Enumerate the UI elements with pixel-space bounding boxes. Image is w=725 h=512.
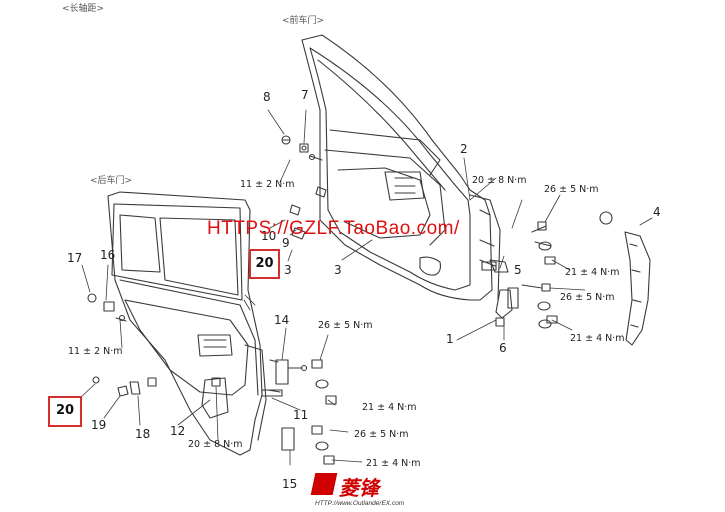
brand-logo: 菱锋 HTTP://www.OutlanderEX.com: [310, 470, 413, 510]
part-number-4: 4: [653, 205, 661, 219]
highlight-box-part-20-lower: 20: [48, 396, 82, 427]
part-number-12: 12: [170, 424, 186, 438]
part-number-7: 7: [301, 88, 309, 102]
part-number-6: 6: [499, 341, 507, 355]
torque-rear-21-upper: 21 ± 4 N·m: [362, 402, 417, 413]
part-number-18: 18: [135, 427, 151, 441]
part-number-14: 14: [274, 313, 290, 327]
torque-rear-hinge-bolt: 11 ± 2 N·m: [68, 346, 123, 357]
rear-door-outline: [107, 191, 281, 456]
part-number-15: 15: [282, 477, 298, 491]
torque-front-hinge-bolt: 11 ± 2 N·m: [240, 179, 295, 190]
part-number-3-rear: 3: [284, 263, 292, 277]
section-label-long-wheelbase: <长轴距>: [62, 4, 105, 14]
watermark-url: HTTPS://GZLF.TaoBao.com/: [207, 218, 460, 239]
leader-lines: [79, 109, 653, 466]
brand-logo-text: 菱锋: [339, 476, 379, 500]
part-number-11: 11: [293, 408, 309, 422]
front-door-outline: [301, 34, 513, 319]
part-number-1: 1: [446, 332, 454, 346]
torque-front-21-upper: 21 ± 4 N·m: [565, 267, 620, 278]
front-weatherstrip: [624, 231, 651, 346]
torque-front-21-lower: 21 ± 4 N·m: [570, 333, 625, 344]
torque-rear-26-lower: 26 ± 5 N·m: [354, 429, 409, 440]
part-number-9: 9: [282, 236, 290, 250]
part-number-2: 2: [460, 142, 468, 156]
torque-rear-21-lower: 21 ± 4 N·m: [366, 458, 421, 469]
section-label-rear-door: <后车门>: [90, 176, 133, 186]
part-number-19: 19: [91, 418, 107, 432]
part-number-17: 17: [67, 251, 83, 265]
part-number-10: 10: [261, 229, 277, 243]
part-number-16: 16: [100, 248, 116, 262]
torque-front-striker: 20 ± 8 N·m: [472, 175, 527, 186]
brand-logo-mark: [310, 473, 338, 495]
brand-logo-url: HTTP://www.OutlanderEX.com: [315, 500, 405, 507]
part-number-3-front: 3: [334, 263, 342, 277]
front-fasteners: [281, 135, 613, 329]
torque-rear-26-upper: 26 ± 5 N·m: [318, 320, 373, 331]
part-number-5: 5: [514, 263, 522, 277]
torque-front-26-lower: 26 ± 5 N·m: [560, 292, 615, 303]
rear-fasteners: [87, 293, 337, 465]
torque-front-upper-26: 26 ± 5 N·m: [544, 184, 599, 195]
section-label-front-door: <前车门>: [282, 16, 325, 26]
torque-rear-striker: 20 ± 8 N·m: [188, 439, 243, 450]
part-number-8: 8: [263, 90, 271, 104]
highlight-box-part-20-upper: 20: [249, 249, 280, 279]
